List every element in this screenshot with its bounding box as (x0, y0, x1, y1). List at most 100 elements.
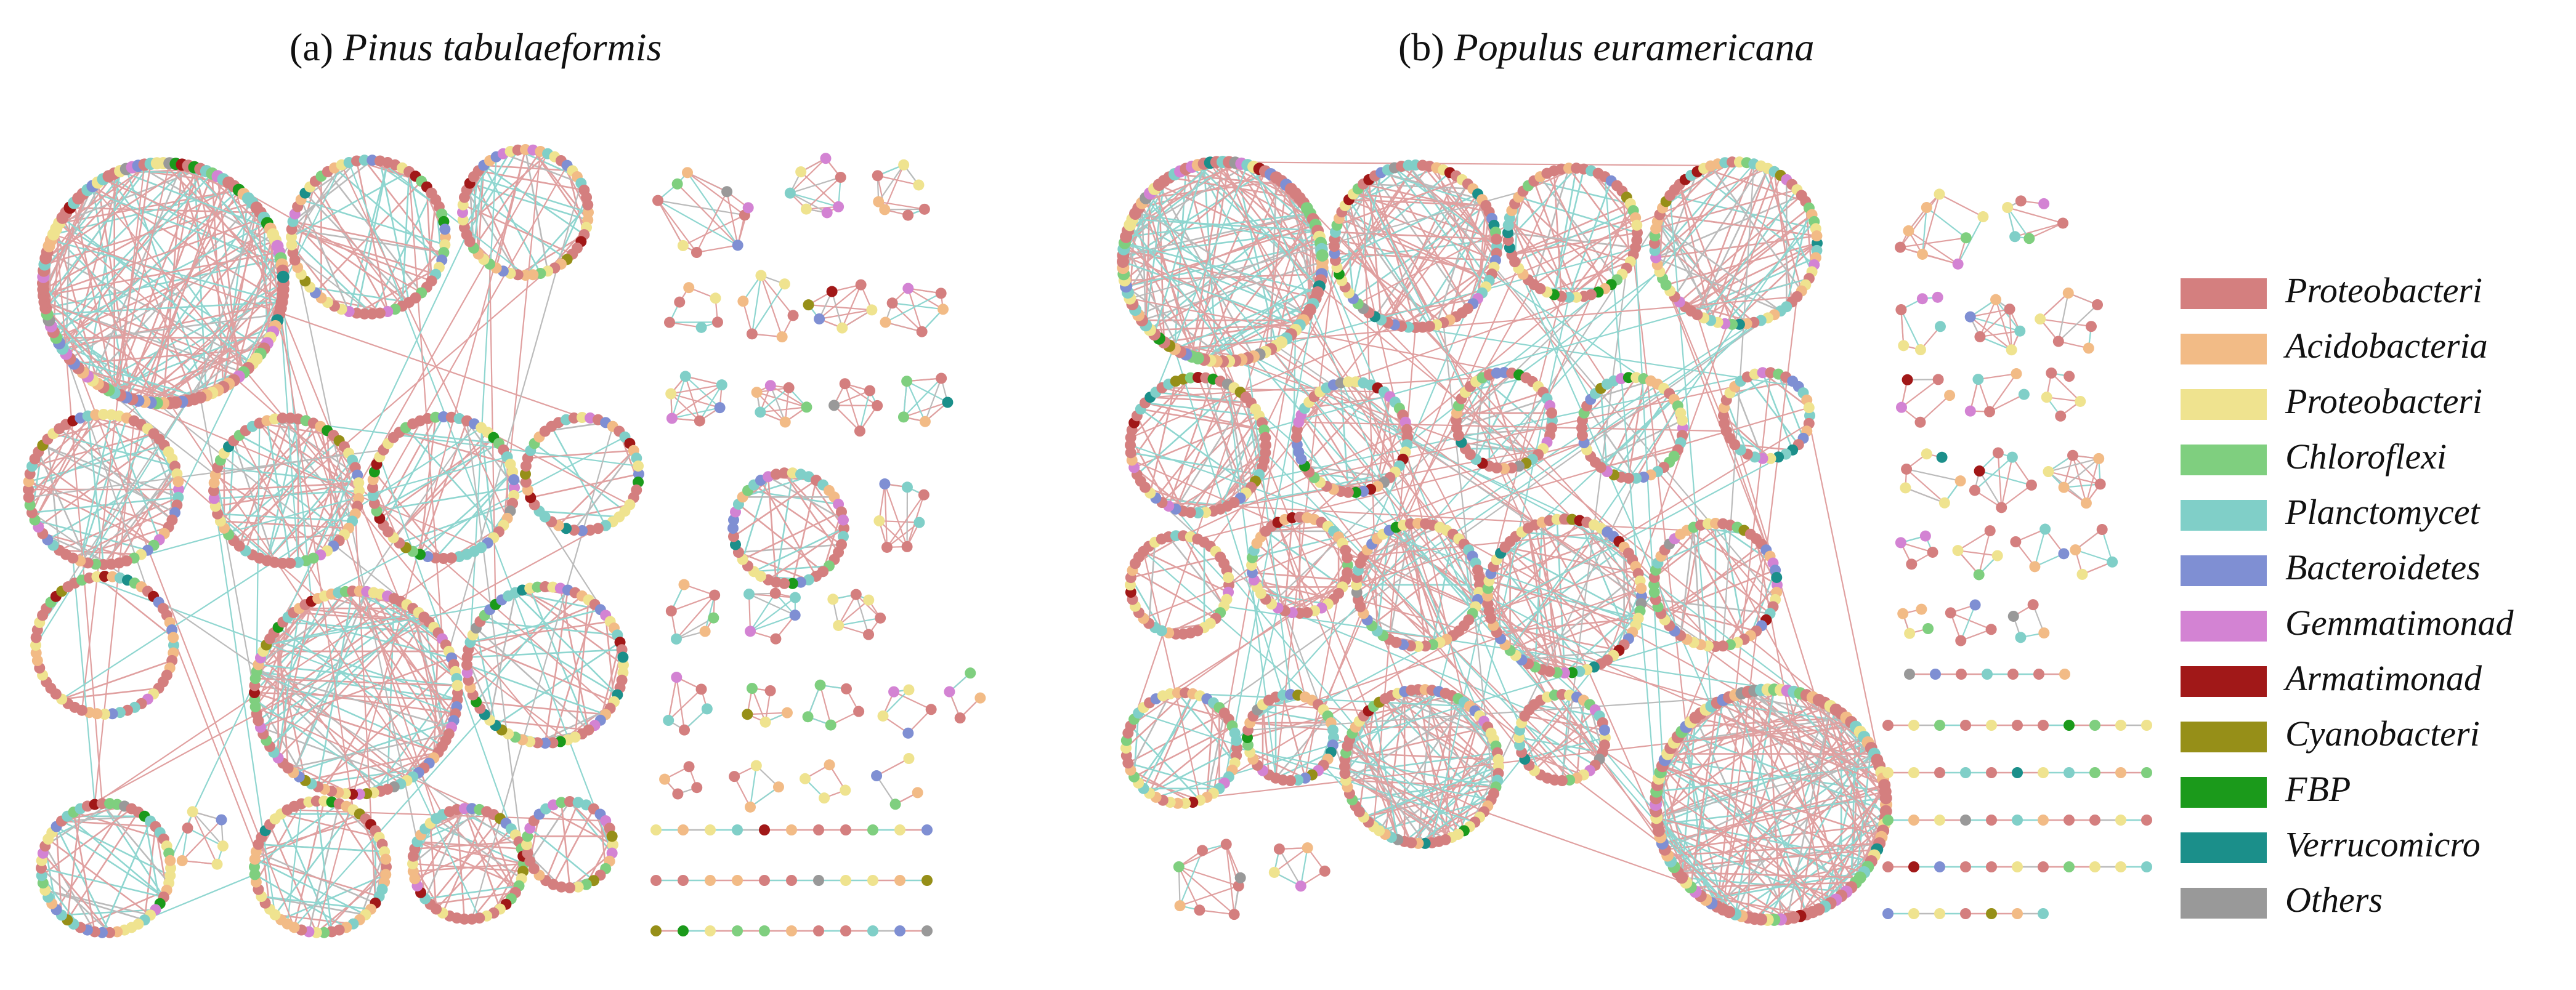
network-edge (553, 808, 595, 885)
network-edge (1387, 183, 1468, 323)
network-edge (1978, 372, 2017, 380)
network-node (2038, 767, 2049, 778)
network-node (2058, 548, 2070, 560)
network-edge (92, 185, 554, 744)
network-node (2141, 767, 2152, 778)
legend-label: Others (2285, 880, 2383, 920)
network-node (942, 396, 954, 408)
network-edge (44, 163, 152, 303)
network-node (1964, 311, 1976, 323)
network-edge (1475, 374, 1520, 460)
network-node (380, 853, 392, 865)
network-node (875, 612, 886, 624)
network-edge (800, 171, 839, 207)
network-node (850, 589, 862, 600)
network-node (894, 824, 905, 835)
network-node (705, 824, 716, 835)
network-node (863, 629, 875, 640)
network-node (877, 710, 889, 722)
network-edge (1938, 193, 1983, 218)
network-node (813, 824, 824, 835)
network-edge (657, 199, 739, 246)
network-node (836, 322, 848, 334)
network-node (789, 592, 801, 603)
network-edge (222, 179, 284, 296)
network-edge (102, 178, 281, 259)
network-edge (1670, 747, 1820, 910)
network-edge (1802, 392, 1886, 792)
network-edge (1218, 317, 1768, 709)
network-edge (1900, 237, 1966, 248)
network-edge (102, 473, 178, 565)
network-node (728, 531, 740, 542)
network-edge (52, 171, 207, 333)
network-edge (1209, 162, 1492, 619)
network-edge (323, 616, 425, 790)
network-edge (1133, 467, 1191, 513)
network-node (217, 840, 229, 852)
network-edge (1363, 555, 1476, 608)
network-edge (769, 385, 786, 422)
network-edge (1180, 885, 1239, 907)
network-edge (1363, 526, 1440, 557)
network-edge (599, 642, 621, 721)
network-node (2064, 767, 2075, 778)
network-node (839, 378, 851, 390)
network-edge (1345, 779, 1496, 788)
network-edge (1799, 693, 1878, 761)
network-node (769, 587, 781, 599)
network-edge (29, 259, 296, 506)
network-edge (1229, 161, 1761, 167)
network-edge (1175, 452, 1266, 510)
network-edge (2048, 457, 2099, 473)
legend-swatch (2181, 888, 2267, 919)
network-edge (668, 677, 678, 721)
network-edge (539, 510, 620, 518)
network-edge (885, 321, 922, 332)
network-edge (676, 594, 715, 640)
network-edge (784, 472, 844, 537)
network-node (1986, 767, 1997, 778)
network-edge (1690, 702, 1719, 888)
network-edge (1518, 271, 1661, 376)
network-edge (561, 802, 571, 888)
network-edge (1491, 273, 1644, 379)
network-edge (55, 826, 111, 933)
network-node (903, 753, 915, 765)
network-edge (34, 414, 97, 521)
network-node (954, 712, 966, 724)
network-node (879, 478, 891, 490)
network-node (2009, 231, 2021, 243)
network-edge (790, 192, 839, 207)
network-node (2015, 632, 2027, 643)
network-node (2012, 815, 2023, 826)
network-edge (1722, 523, 1745, 640)
network-edge (87, 528, 599, 807)
network-edge (1722, 296, 1798, 910)
network-edge (1979, 470, 2032, 486)
network-edge (401, 171, 410, 307)
network-edge (1345, 759, 1496, 788)
network-edge (1525, 715, 1605, 731)
network-node (164, 855, 176, 866)
network-edge (79, 889, 168, 928)
network-edge (257, 590, 360, 666)
network-node (672, 788, 684, 800)
network-edge (1363, 183, 1489, 213)
network-edge (1252, 536, 1339, 559)
network-edge (1728, 697, 1857, 883)
network-edge (254, 813, 360, 860)
network-node (1401, 424, 1413, 435)
network-edge (748, 594, 751, 632)
network-node (853, 706, 865, 717)
network-edge (1716, 753, 1875, 907)
network-edge (1296, 429, 1334, 490)
network-node (2089, 720, 2100, 731)
network-node (925, 704, 937, 715)
network-edge (1277, 522, 1308, 613)
network-edge (884, 483, 888, 547)
network-edge (790, 176, 841, 194)
network-node (2115, 815, 2126, 826)
network-edge (1322, 232, 1509, 710)
network-edge (72, 558, 95, 805)
